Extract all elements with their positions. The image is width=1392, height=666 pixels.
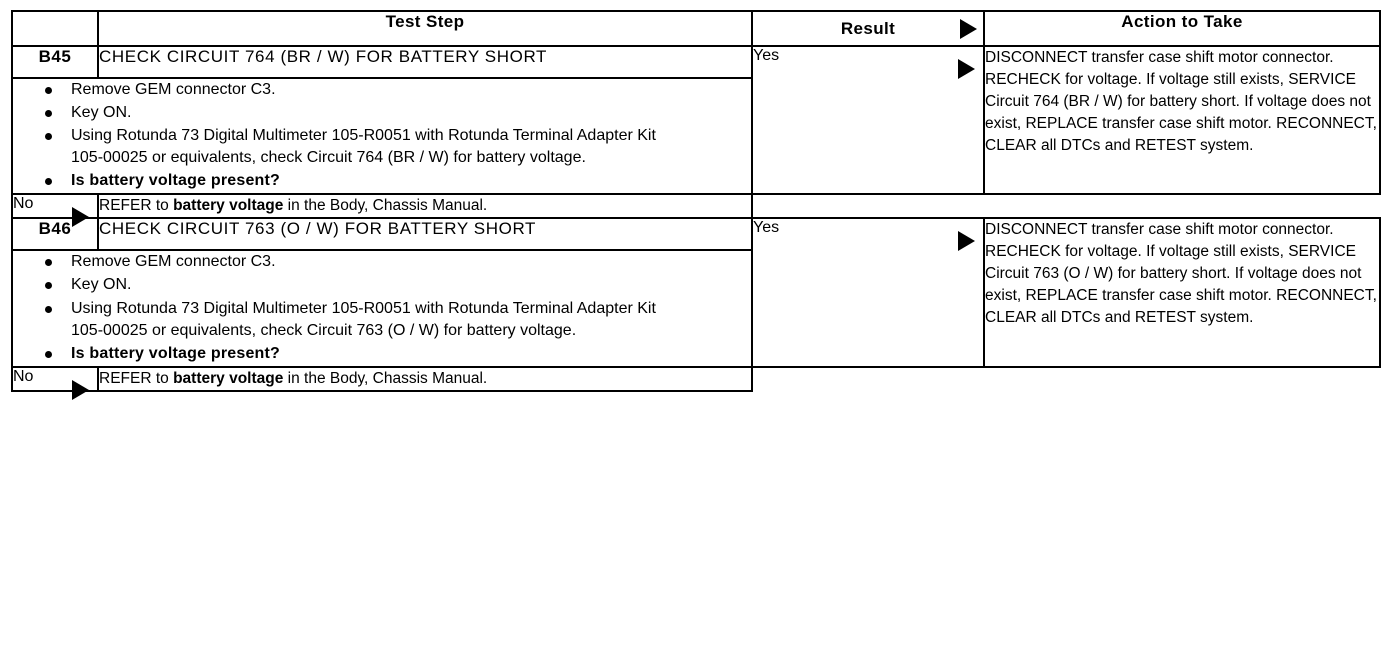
header-result-label: Result [840, 18, 896, 38]
action-text-b46-yes: DISCONNECT transfer case shift motor con… [985, 221, 1377, 327]
result-label-yes: Yes [753, 219, 780, 237]
step-title-b46: CHECK CIRCUIT 763 (O / W) FOR BATTERY SH… [97, 217, 753, 252]
list-item: Remove GEM connector C3. [13, 251, 686, 273]
triangle-right-icon [72, 207, 89, 228]
step-list-b46: Remove GEM connector C3. Key ON. Using R… [13, 251, 751, 364]
step-code-b46: B46 [11, 217, 99, 252]
header-code-spacer [11, 10, 99, 47]
action-cell-b46-yes: DISCONNECT transfer case shift motor con… [983, 217, 1381, 368]
header-result: Result [751, 10, 985, 47]
result-cell-b45-yes: Yes [751, 44, 985, 196]
table-header-row: Test Step Result Action to Take [11, 10, 1381, 47]
pinpoint-test-table: Test Step Result Action to Take B45 CHEC… [11, 10, 1381, 400]
action-text-b45-yes: DISCONNECT transfer case shift motor con… [985, 49, 1377, 154]
step-title-b45: CHECK CIRCUIT 764 (BR / W) FOR BATTERY S… [97, 45, 753, 79]
result-label-no: No [13, 367, 34, 385]
action-text-emphasis: battery voltage [173, 197, 284, 215]
action-cell-b46-no: REFER to battery voltage in the Body, Ch… [97, 365, 753, 392]
result-label-no: No [13, 195, 34, 213]
section-title-row: B45 CHECK CIRCUIT 764 (BR / W) FOR BATTE… [11, 44, 1381, 196]
action-cell-b45-no: REFER to battery voltage in the Body, Ch… [97, 193, 753, 220]
list-item-question: Is battery voltage present? [13, 343, 686, 365]
action-cell-b45-yes: DISCONNECT transfer case shift motor con… [983, 44, 1381, 196]
step-code-b45: B45 [11, 45, 99, 79]
step-list-b45: Remove GEM connector C3. Key ON. Using R… [13, 79, 751, 192]
step-body-b46: Remove GEM connector C3. Key ON. Using R… [11, 249, 753, 368]
triangle-right-icon [72, 379, 89, 400]
triangle-right-icon [958, 231, 975, 252]
action-text-emphasis: battery voltage [173, 369, 284, 387]
pinpoint-test-sheet: Test Step Result Action to Take B45 CHEC… [11, 10, 1381, 656]
triangle-right-icon [958, 59, 975, 79]
result-cell-b45-no: No [11, 193, 99, 228]
result-cell-b46-no: No [11, 365, 99, 400]
action-text-prefix: REFER to [99, 369, 174, 387]
result-cell-b46-yes: Yes [751, 217, 985, 368]
section-title-row: B46 CHECK CIRCUIT 763 (O / W) FOR BATTER… [11, 217, 1381, 368]
list-item: Remove GEM connector C3. [13, 79, 686, 101]
outcome-row-b46-no: No REFER to battery voltage in the Body,… [11, 365, 1380, 400]
list-item: Using Rotunda 73 Digital Multimeter 105-… [13, 125, 686, 169]
list-item-question: Is battery voltage present? [13, 170, 686, 192]
section-body-row: Remove GEM connector C3. Key ON. Using R… [11, 76, 1380, 196]
list-item: Key ON. [13, 274, 686, 296]
step-body-b45: Remove GEM connector C3. Key ON. Using R… [11, 76, 753, 196]
header-action-to-take: Action to Take [983, 10, 1381, 47]
action-text-suffix: in the Body, Chassis Manual. [283, 197, 488, 215]
action-text-suffix: in the Body, Chassis Manual. [283, 369, 488, 387]
action-text-prefix: REFER to [99, 197, 174, 215]
list-item: Using Rotunda 73 Digital Multimeter 105-… [13, 298, 686, 342]
outcome-row-b45-no: No REFER to battery voltage in the Body,… [11, 193, 1380, 228]
list-item: Key ON. [13, 102, 686, 124]
header-test-step: Test Step [97, 10, 753, 47]
result-label-yes: Yes [753, 47, 780, 64]
triangle-right-icon [960, 18, 977, 39]
section-body-row: Remove GEM connector C3. Key ON. Using R… [11, 249, 1380, 368]
